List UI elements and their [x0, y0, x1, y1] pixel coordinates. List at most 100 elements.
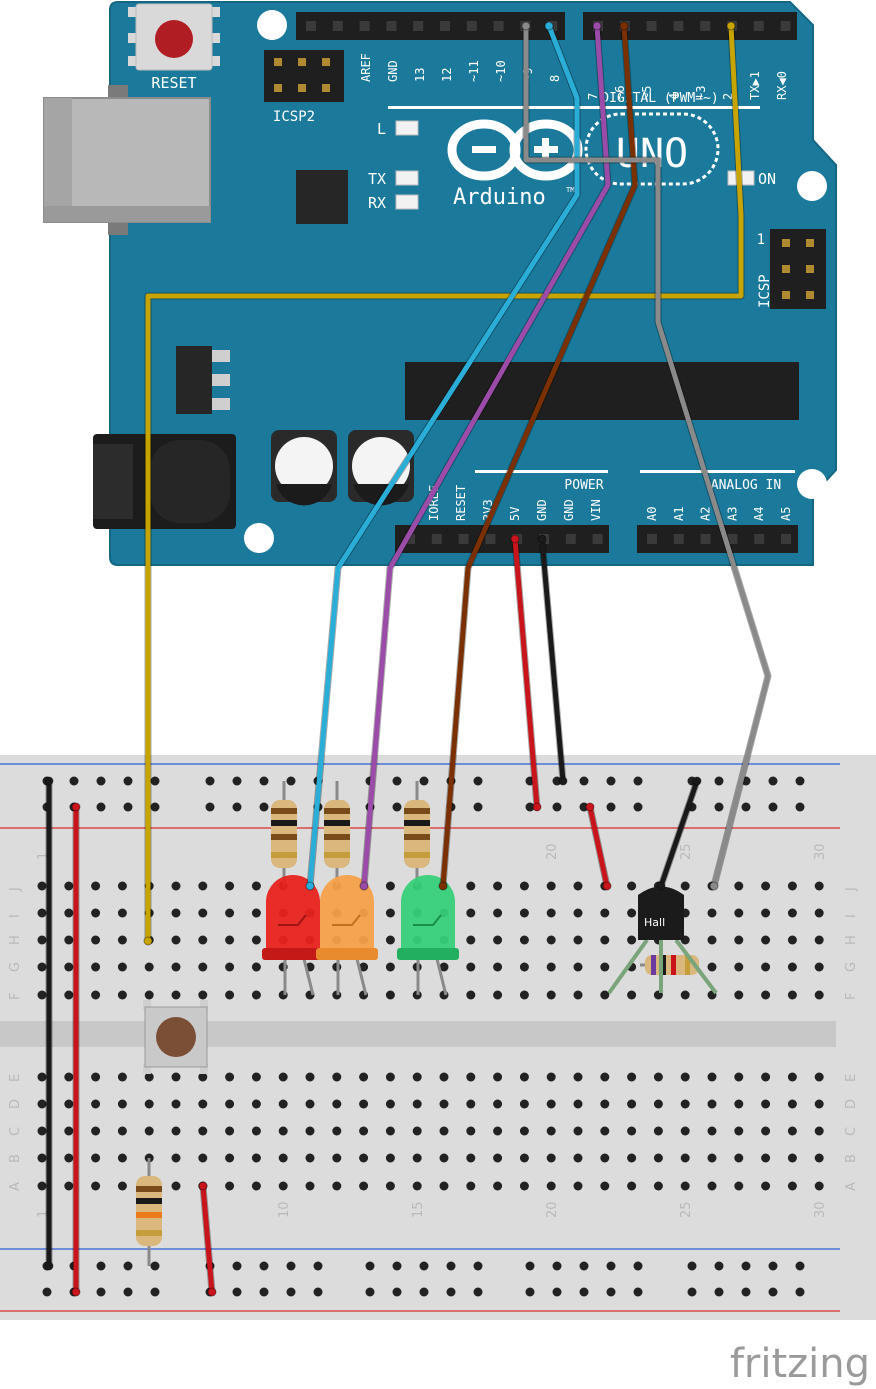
header-pin[interactable] [306, 21, 316, 31]
header-pin[interactable] [458, 534, 469, 544]
header-pin[interactable] [592, 534, 603, 544]
pin-label: 13 [413, 68, 427, 82]
breadboard-hole [225, 908, 235, 918]
row-letter: E [844, 1074, 859, 1082]
header-pin[interactable] [754, 534, 765, 544]
breadboard-hole [232, 776, 242, 786]
breadboard-hole [814, 935, 824, 945]
breadboard-hole [633, 1287, 643, 1297]
breadboard-hole [305, 1153, 315, 1163]
header-pin[interactable] [780, 21, 791, 31]
header-pin[interactable] [466, 21, 477, 31]
icsp-pin [806, 265, 814, 273]
wire-red-5v [510, 534, 542, 812]
breadboard-hole [278, 1072, 288, 1082]
breadboard-hole [392, 1287, 402, 1297]
breadboard-hole [466, 935, 476, 945]
breadboard-hole [734, 1126, 744, 1136]
header-pin[interactable] [332, 21, 343, 31]
breadboard-hole [64, 1153, 74, 1163]
push-button[interactable] [143, 1000, 208, 1074]
uno-model: UNO [616, 131, 688, 177]
pin-label: ~11 [467, 60, 481, 82]
breadboard-hole [64, 990, 74, 1000]
header-pin[interactable] [405, 534, 415, 544]
led-orange [316, 875, 378, 996]
column-number: 10 [277, 1201, 292, 1218]
breadboard-hole [37, 962, 47, 972]
breadboard-hole [627, 1181, 637, 1191]
breadboard-hole [466, 1126, 476, 1136]
usb-chip [296, 170, 348, 224]
breadboard-hole [600, 990, 610, 1000]
breadboard-hole [412, 1072, 422, 1082]
breadboard-hole [795, 776, 805, 786]
breadboard-hole [741, 802, 751, 812]
header-pin[interactable] [781, 534, 791, 544]
header-pin[interactable] [431, 534, 442, 544]
breadboard-hole [573, 1153, 583, 1163]
arduino-tm: TM [566, 186, 574, 194]
pin-label: ~10 [494, 60, 508, 82]
row-letter: B [844, 1154, 859, 1163]
breadboard-hole [91, 1153, 101, 1163]
breadboard-hole [814, 1153, 824, 1163]
breadboard-hole [600, 1126, 610, 1136]
header-pin[interactable] [493, 21, 504, 31]
power-jack [93, 434, 236, 529]
breadboard-hole [385, 1072, 395, 1082]
header-pin[interactable] [413, 21, 424, 31]
wire-red-hall-vcc [585, 802, 612, 891]
header-pin[interactable] [673, 534, 684, 544]
header-pin[interactable] [485, 534, 496, 544]
header-pin[interactable] [440, 21, 450, 31]
breadboard-hole [286, 1287, 296, 1297]
breadboard-hole [787, 990, 797, 1000]
breadboard-hole [633, 1261, 643, 1271]
wire-cyan-red-led [305, 21, 581, 891]
pin-label: A2 [699, 507, 713, 521]
header-pin[interactable] [700, 21, 711, 31]
resistors [271, 781, 430, 886]
icsp2-pin [322, 84, 330, 92]
breadboard-hole [573, 990, 583, 1000]
header-pin[interactable] [700, 534, 711, 544]
reset-button[interactable] [128, 3, 220, 71]
breadboard-hole [205, 802, 215, 812]
pin-label: ~5 [640, 86, 654, 100]
breadboard-hole [734, 881, 744, 891]
icsp2-header [264, 50, 344, 102]
breadboard-hole [493, 962, 503, 972]
breadboard-hole [198, 908, 208, 918]
pin-label: A0 [645, 507, 659, 521]
header-pin[interactable] [565, 534, 576, 544]
breadboard-hole [42, 1287, 52, 1297]
breadboard-hole [225, 1072, 235, 1082]
breadboard-hole [251, 908, 261, 918]
pin-label: ~3 [694, 86, 708, 100]
header-pin[interactable] [727, 534, 738, 544]
icsp2-pin [298, 84, 306, 92]
breadboard-hole [439, 1072, 449, 1082]
header-pin[interactable] [647, 534, 657, 544]
breadboard-hole [814, 990, 824, 1000]
header-pin[interactable] [646, 21, 657, 31]
breadboard-hole [814, 1099, 824, 1109]
breadboard-hole [653, 1126, 663, 1136]
breadboard-hole [91, 1181, 101, 1191]
header-pin[interactable] [673, 21, 684, 31]
breadboard-hole [225, 935, 235, 945]
breadboard-hole [606, 1261, 616, 1271]
breadboard-hole [493, 1099, 503, 1109]
breadboard-hole [91, 990, 101, 1000]
breadboard-hole [795, 1261, 805, 1271]
breadboard-hole [680, 1126, 690, 1136]
breadboard-hole [198, 990, 208, 1000]
breadboard-hole [439, 962, 449, 972]
breadboard-hole [653, 1072, 663, 1082]
breadboard-hole [546, 990, 556, 1000]
header-pin[interactable] [753, 21, 764, 31]
header-pin[interactable] [359, 21, 370, 31]
header-pin[interactable] [386, 21, 397, 31]
breadboard-hole [278, 1153, 288, 1163]
